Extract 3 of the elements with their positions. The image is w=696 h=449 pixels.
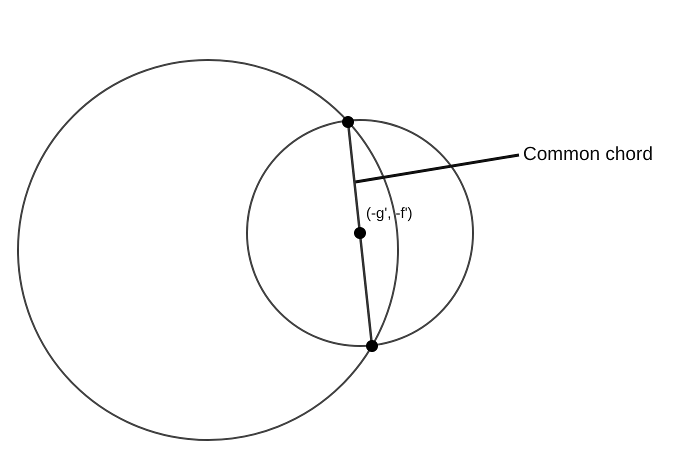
leader-line	[354, 154, 520, 184]
point-label: (-g', -f')	[366, 205, 413, 222]
callout-text: Common chord	[523, 144, 653, 166]
